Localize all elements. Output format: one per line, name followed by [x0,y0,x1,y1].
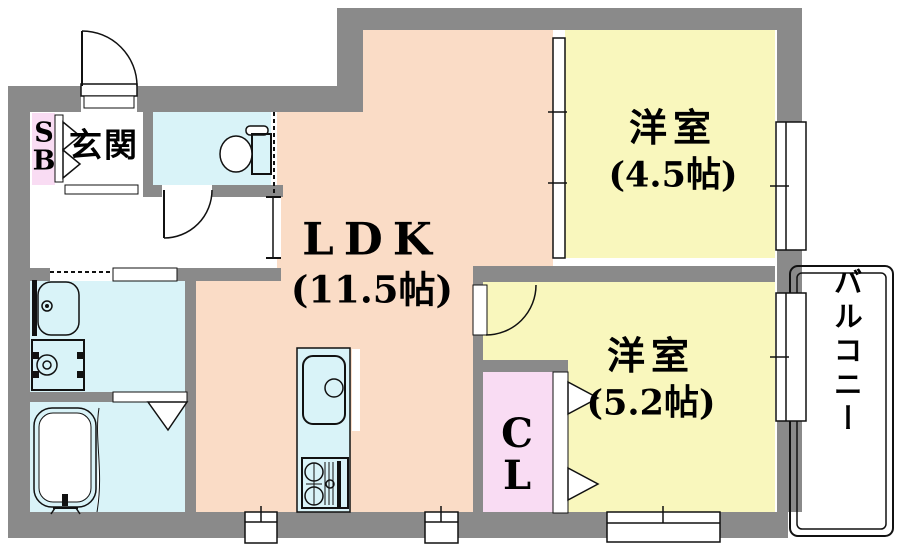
western1-window [770,121,807,251]
balcony-label: バルコニー [829,267,864,437]
closet-floor [483,372,553,513]
shoebox-floor [32,113,55,185]
kitchen-counter [296,347,351,513]
ldk-small-window-left [244,506,278,544]
western1-size-label: (4.5帖) [608,154,738,196]
closet-label: C L [501,410,533,499]
bathtub-icon [33,407,101,515]
kitchen-faucet [324,378,344,398]
western1-label: 洋室 [628,105,718,151]
bathroom-folding-door [112,391,189,432]
hallway-ldk-opening [266,196,281,259]
western2-window [770,292,807,422]
washbasin-icon [32,280,80,336]
washroom-sliding-door [112,267,178,282]
ldk-label: LDK [302,212,442,266]
shoebox-label: S B [32,117,56,177]
doors [54,30,600,514]
western2-size-label: (5.2帖) [586,382,716,424]
shoebox-folding-doors [54,114,82,183]
windows [50,37,807,544]
western2-door [472,284,537,336]
kitchen-unit [296,347,360,513]
stove-icon [301,457,349,509]
toilet-icon [219,125,272,175]
entrance-door [80,30,138,112]
entrance-label: 玄関 [69,125,139,165]
western2-bottom-window [606,506,721,543]
entrance-step [64,184,139,195]
hallway-door [162,185,213,239]
ldk-small-window-right [424,506,459,544]
western1-floor [565,30,775,258]
closet-folding-doors [552,371,600,514]
washing-machine-pan-icon [31,339,85,391]
kitchen-sink [302,355,346,425]
western2-label: 洋室 [606,333,696,379]
ldk-partition-slider [548,37,567,259]
fixtures [31,125,360,515]
ldk-size-label: (11.5帖) [290,267,454,312]
